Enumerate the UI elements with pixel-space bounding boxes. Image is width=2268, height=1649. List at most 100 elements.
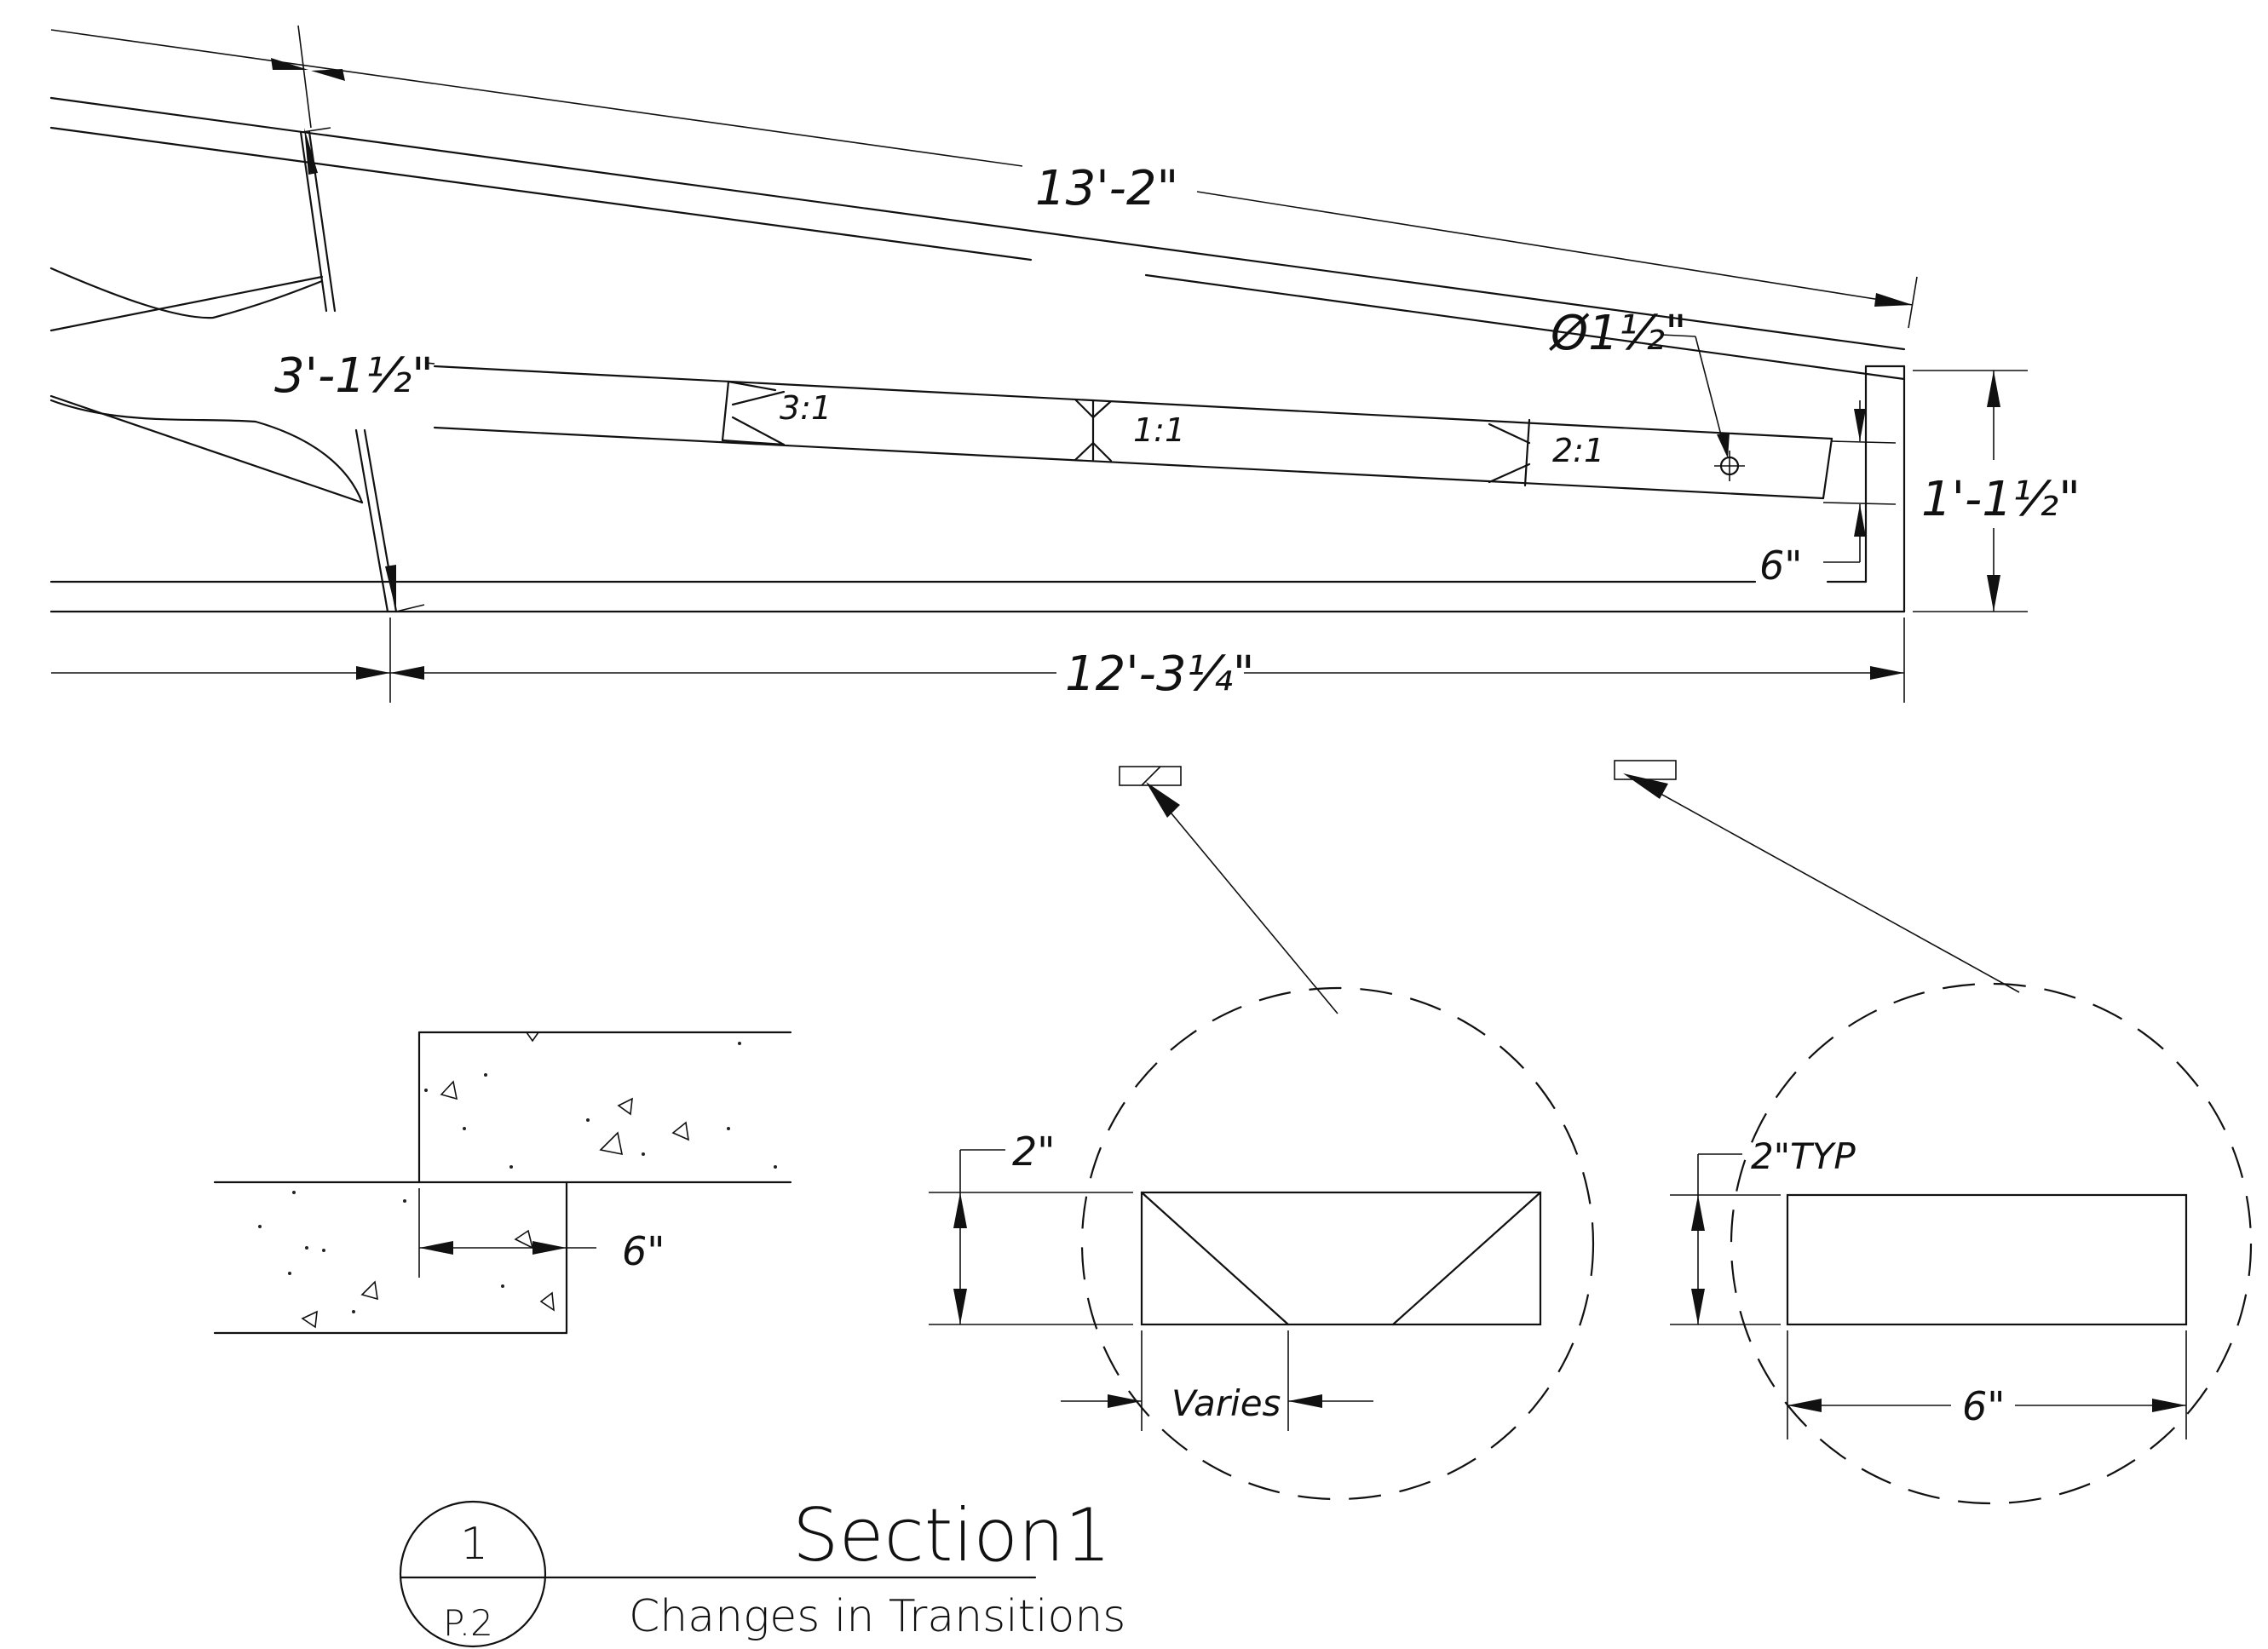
detail-right-w-arrow-right xyxy=(2152,1399,2186,1412)
detail-left-bevel-b xyxy=(1391,1191,1542,1326)
slab-end xyxy=(1822,437,1833,500)
step-dim-arrow-right xyxy=(532,1241,567,1255)
detail-left-bevel-a xyxy=(1140,1191,1290,1326)
step-dim-label: 6" xyxy=(622,1228,665,1274)
stipple-dot xyxy=(586,1118,590,1122)
dim-six-arrow-bottom xyxy=(1854,504,1866,537)
left-edge-tick-bottom xyxy=(395,604,425,612)
dim-left-height-arrow-top xyxy=(304,128,318,175)
dim-top-line-b xyxy=(1196,191,1914,306)
detail-right-height-label: 2"TYP xyxy=(1751,1135,1856,1177)
step-dim-arrow-left xyxy=(419,1241,453,1255)
dim-bottom-arrow-left-out xyxy=(356,666,390,680)
stipple-dot xyxy=(738,1042,741,1045)
break-curve-upper xyxy=(49,267,324,319)
dim-top-ext-right xyxy=(1908,276,1918,329)
left-edge-a xyxy=(299,130,328,313)
transition-elevation: 3:1 1:1 2:1 xyxy=(49,96,1906,613)
transition-1-1-c xyxy=(1074,441,1095,462)
ramp-top-line-2 xyxy=(49,126,1033,261)
stipple-dot xyxy=(463,1127,466,1130)
transition-3-1-wing-b xyxy=(731,390,786,406)
ratio-2-1-label: 2:1 xyxy=(1552,432,1604,469)
left-edge-c xyxy=(354,428,389,613)
detail-leader-right xyxy=(1631,777,2020,993)
transition-3-1-wing-a xyxy=(727,380,777,392)
stipple-dot xyxy=(305,1246,308,1250)
detail-left-height-label: 2" xyxy=(1012,1129,1055,1175)
detail-left-width-label: Varies xyxy=(1171,1382,1281,1424)
stipple-dot xyxy=(292,1191,296,1194)
dim-top-arrow-right xyxy=(1874,293,1913,307)
dim-right-height-label: 1'-1½" xyxy=(1921,472,2081,527)
dim-top-line-a xyxy=(50,29,1023,167)
transition-2-1-line xyxy=(1523,418,1531,487)
aggregate-icon xyxy=(599,1131,624,1156)
break-line-upper xyxy=(49,275,324,332)
transition-1-1-a xyxy=(1074,398,1095,419)
stipple-dot xyxy=(509,1165,513,1169)
aggregate-icon xyxy=(514,1229,534,1250)
break-line-lower xyxy=(49,394,364,504)
detail-left-arrow-top xyxy=(953,1192,967,1228)
stipple-dot xyxy=(403,1199,406,1203)
dim-six-arrow-top xyxy=(1854,409,1866,441)
stipple-dot xyxy=(642,1152,645,1156)
detail-left-circle xyxy=(1080,986,1595,1501)
transition-1-1-d xyxy=(1091,441,1113,463)
dim-six-ext-top xyxy=(1831,440,1897,444)
stipple-dot xyxy=(727,1127,730,1130)
upper-dimensions: 13'-2" Ø1½" 3'-1½" 1'-1½" 6" xyxy=(50,25,2081,703)
transition-2-1-b xyxy=(1488,463,1531,484)
aggregate-icon xyxy=(440,1080,458,1100)
page-title: Section1 xyxy=(792,1493,1111,1578)
stipple-dot xyxy=(501,1284,504,1288)
detail-markers xyxy=(1119,760,2020,1014)
title-number: 1 xyxy=(460,1519,488,1570)
dim-bottom-arrow-right xyxy=(1870,666,1904,680)
title-block: 1 P.2 Section1 Changes in Transitions xyxy=(399,1493,1125,1648)
transition-2-1-a xyxy=(1488,422,1531,445)
title-bubble xyxy=(399,1500,547,1648)
detail-leader-left xyxy=(1149,787,1338,1014)
transition-3-1-line xyxy=(721,380,730,442)
slab-top xyxy=(433,365,1833,440)
stipple-dot xyxy=(288,1272,291,1275)
detail-right-width-label: 6" xyxy=(1962,1383,2005,1429)
dim-diameter-leader xyxy=(1695,336,1726,452)
dim-six-label: 6" xyxy=(1759,543,1802,589)
transition-3-1-wing-d xyxy=(721,439,786,446)
detail-right-w-arrow-left xyxy=(1787,1399,1822,1412)
stipple-dot xyxy=(774,1165,777,1169)
detail-marker-left-slash xyxy=(1141,766,1161,786)
aggregate-icon xyxy=(360,1280,378,1301)
detail-arrow-right xyxy=(1623,773,1668,799)
ratio-3-1-label: 3:1 xyxy=(780,389,832,427)
detail-left-arrow-bottom xyxy=(953,1289,967,1324)
detail-left-w-arrow-left xyxy=(1108,1394,1142,1408)
detail-right-rect xyxy=(1786,1193,2188,1326)
slab-bottom xyxy=(433,426,1825,500)
page-subtitle: Changes in Transitions xyxy=(629,1591,1125,1642)
aggregate-icon xyxy=(671,1121,690,1141)
dim-left-height-label: 3'-1½" xyxy=(274,348,434,404)
aggregate-icon xyxy=(617,1097,633,1116)
stipple-dot xyxy=(352,1310,355,1313)
stipple-dot xyxy=(484,1073,487,1077)
detail-right-arrow-bottom xyxy=(1691,1289,1705,1324)
detail-right-arrow-top xyxy=(1691,1195,1705,1231)
ramp-top-line-1 xyxy=(49,96,1906,351)
detail-left: 2" Varies xyxy=(929,986,1595,1501)
ratio-1-1-label: 1:1 xyxy=(1133,411,1185,449)
transition-1-1-b xyxy=(1091,399,1113,419)
dim-bottom-arrow-left xyxy=(390,666,424,680)
break-curve-lower xyxy=(49,399,364,504)
dim-right-arrow-bottom xyxy=(1987,575,2000,612)
dim-top-ext-left xyxy=(297,25,312,129)
dim-top-arrow-left xyxy=(311,69,345,81)
dim-top-length-label: 13'-2" xyxy=(1035,161,1178,216)
dim-six-ext-bottom xyxy=(1822,502,1897,505)
left-edge-tick-top xyxy=(302,127,331,133)
detail-marker-right xyxy=(1614,760,1677,780)
